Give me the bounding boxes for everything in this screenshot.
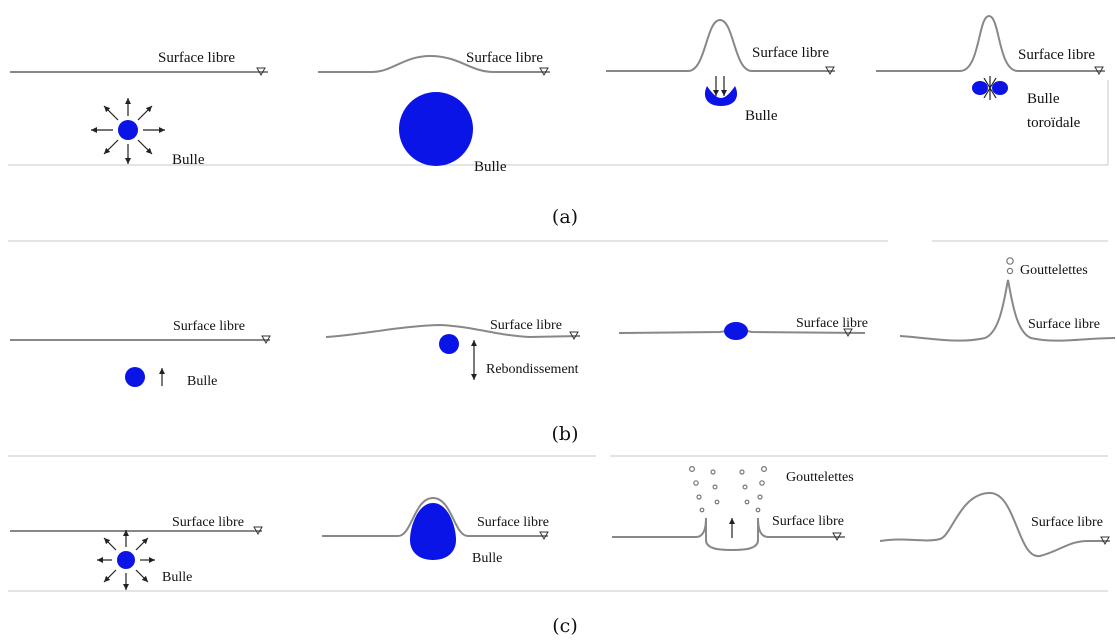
- row-a: Surface libre Bulle Surface libre Bulle: [8, 14, 1109, 228]
- row-a-caption: (a): [552, 206, 578, 228]
- radial-arrows: [97, 530, 155, 590]
- surface-label: Surface libre: [173, 319, 245, 334]
- water-level-symbol: [825, 66, 835, 76]
- vortex-arrows: [983, 76, 997, 100]
- water-level-symbol: [1100, 536, 1110, 546]
- row-c-caption: (c): [552, 615, 577, 637]
- row-b-caption: (b): [552, 423, 579, 445]
- radial-arrows: [91, 98, 165, 164]
- toroidal-bubble-right: [992, 81, 1008, 95]
- bubble-label: Bulle: [162, 570, 192, 585]
- surface-label: Surface libre: [1018, 47, 1095, 63]
- free-surface-line: [325, 323, 581, 339]
- free-surface-line: [322, 496, 548, 537]
- bubble: [410, 503, 456, 560]
- bubble-label-line-1: Bulle: [1027, 91, 1060, 107]
- water-level-symbol: [253, 526, 263, 536]
- water-level-symbol: [1094, 66, 1104, 76]
- water-level-symbol: [832, 532, 842, 542]
- row-a-panel-2: Surface libre Bulle: [318, 50, 550, 175]
- water-level-symbol: [843, 328, 853, 338]
- droplet: [1006, 267, 1014, 275]
- surface-label: Surface libre: [796, 316, 868, 331]
- toroidal-bubble-left: [972, 81, 988, 95]
- rebound-label: Rebondissement: [486, 362, 579, 377]
- water-level-symbol: [256, 67, 266, 77]
- bubble: [439, 334, 459, 354]
- bubble: [704, 86, 738, 106]
- row-b-panel-4: Surface libre Gouttelettes: [899, 257, 1116, 342]
- surface-label: Surface libre: [1031, 515, 1103, 530]
- bubble: [724, 322, 748, 340]
- surface-label: Surface libre: [477, 515, 549, 530]
- droplets-label: Gouttelettes: [786, 470, 854, 485]
- row-b-panel-3: Surface libre: [618, 316, 868, 340]
- bubble-label: Bulle: [472, 551, 502, 566]
- row-c-panel-4: Surface libre: [879, 491, 1110, 558]
- row-c-panel-1: Surface libre Bulle: [10, 515, 263, 590]
- surface-label: Surface libre: [466, 50, 543, 66]
- surface-label: Surface libre: [490, 318, 562, 333]
- droplet: [1006, 257, 1014, 265]
- surface-label: Surface libre: [172, 515, 244, 530]
- surface-label: Surface libre: [158, 50, 235, 66]
- free-surface-line: [899, 279, 1116, 342]
- row-c-panel-2: Surface libre Bulle: [322, 496, 549, 566]
- water-level-symbol: [569, 331, 579, 341]
- bubble: [118, 120, 138, 140]
- row-b: Surface libre Bulle Surface libre Rebond…: [10, 257, 1116, 445]
- water-level-symbol: [539, 531, 549, 541]
- row-a-panel-1: Surface libre Bulle: [10, 50, 268, 168]
- row-b-panel-2: Surface libre Rebondissement: [325, 318, 581, 380]
- surface-label: Surface libre: [1028, 317, 1100, 332]
- bubble: [399, 92, 473, 166]
- surface-label: Surface libre: [752, 45, 829, 61]
- bubble-label: Bulle: [187, 374, 217, 389]
- free-surface-line: [606, 18, 835, 72]
- row-c-panel-3: Surface libre Gouttelettes: [612, 466, 854, 552]
- free-surface-line: [879, 491, 1110, 558]
- bubble: [125, 367, 145, 387]
- bubble-label-line-2: toroïdale: [1027, 115, 1081, 131]
- row-b-panel-1: Surface libre Bulle: [10, 319, 271, 389]
- row-a-panel-3: Surface libre Bulle: [606, 18, 835, 124]
- bubble-label: Bulle: [745, 108, 778, 124]
- surface-label: Surface libre: [772, 514, 844, 529]
- free-surface-line: [318, 54, 550, 73]
- droplets-label: Gouttelettes: [1020, 263, 1088, 278]
- bubble-label: Bulle: [474, 159, 507, 175]
- water-level-symbol: [261, 335, 271, 345]
- free-surface-line: [612, 517, 845, 552]
- water-level-symbol: [539, 67, 549, 77]
- bubble-label: Bulle: [172, 152, 205, 168]
- bubble: [117, 551, 135, 569]
- row-a-panel-4: Surface libre Bulle toroïdale: [876, 14, 1105, 131]
- row-c: Surface libre Bulle Surface libre Bulle: [8, 466, 1110, 637]
- free-surface-line: [876, 14, 1105, 72]
- droplets: [688, 466, 767, 513]
